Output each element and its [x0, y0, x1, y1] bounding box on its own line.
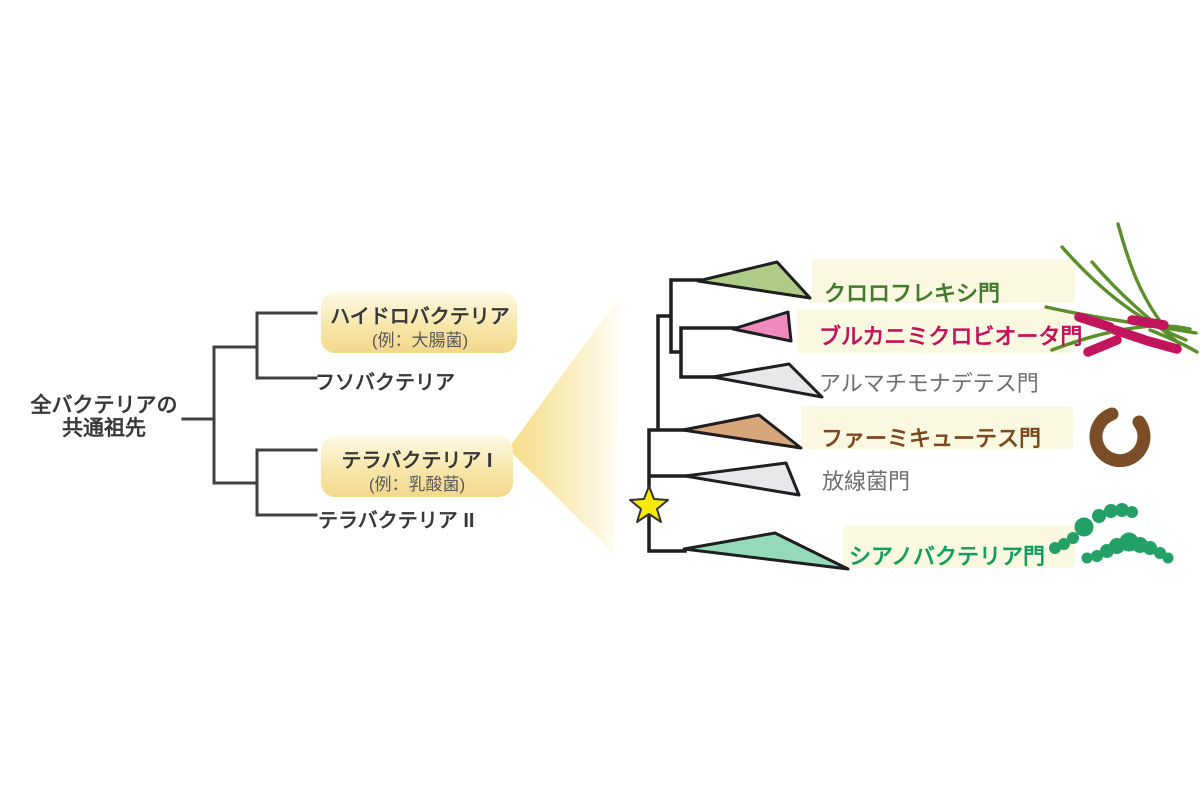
clade-triangle-cyanobacteria	[682, 531, 850, 571]
star-icon	[629, 485, 669, 523]
clade-triangle-firmicutes	[681, 413, 803, 450]
clade-label-fusobacteria: フソバクテリア	[315, 372, 455, 394]
clade-triangle-vulcanimicrobiota	[731, 310, 793, 343]
zoom-wedge	[508, 295, 621, 554]
root-ancestor-line1: 全バクテリアの	[30, 394, 178, 417]
highlight-box-hydrobacteria	[321, 292, 517, 353]
clade-triangles	[681, 260, 850, 571]
root-ancestor-label: 全バクテリアの 共通祖先	[24, 394, 184, 440]
clade-example-terrabacteria1: (例：乳酸菌)	[368, 475, 466, 494]
phylum-label-vulcanimicrobiota: ブルカニミクロビオータ門	[819, 324, 1083, 349]
curved-rod-bacteria-icon	[1089, 407, 1151, 468]
clade-label-hydrobacteria: ハイドロバクテリア	[330, 306, 510, 328]
left-tree-branches	[181, 311, 318, 517]
root-ancestor-line2: 共通祖先	[62, 417, 146, 440]
clade-triangle-armatimonadetes	[711, 362, 824, 399]
clade-example-hydrobacteria: (例：大腸菌)	[371, 331, 469, 350]
phylum-label-cyanobacteria: シアノバクテリア門	[849, 544, 1046, 569]
phylum-label-chloroflexi: クロロフレキシ門	[824, 281, 1001, 306]
clade-label-terrabacteria1: テラバクテリア I	[341, 450, 493, 472]
cocci-chain-icon	[1049, 503, 1174, 564]
highlight-box-terrabacteria1	[321, 436, 513, 497]
clade-triangle-chloroflexi	[696, 260, 812, 300]
right-tree-branches	[647, 278, 737, 553]
band-cyanobacteria	[843, 525, 1075, 568]
phylum-highlight-bands	[797, 259, 1075, 568]
band-firmicutes	[801, 406, 1073, 449]
phylum-label-actinobacteria: 放線菌門	[822, 469, 911, 494]
clade-triangle-actinobacteria	[683, 461, 801, 497]
band-vulcanimicrobiota	[797, 309, 1075, 353]
phylum-label-firmicutes: ファーミキューテス門	[821, 426, 1042, 451]
clade-label-terrabacteria2: テラバクテリア II	[318, 510, 475, 532]
band-chloroflexi	[812, 259, 1075, 303]
rod-bacteria-icon	[1074, 312, 1182, 357]
phylum-label-armatimonadetes: アルマチモナデテス門	[819, 371, 1039, 396]
